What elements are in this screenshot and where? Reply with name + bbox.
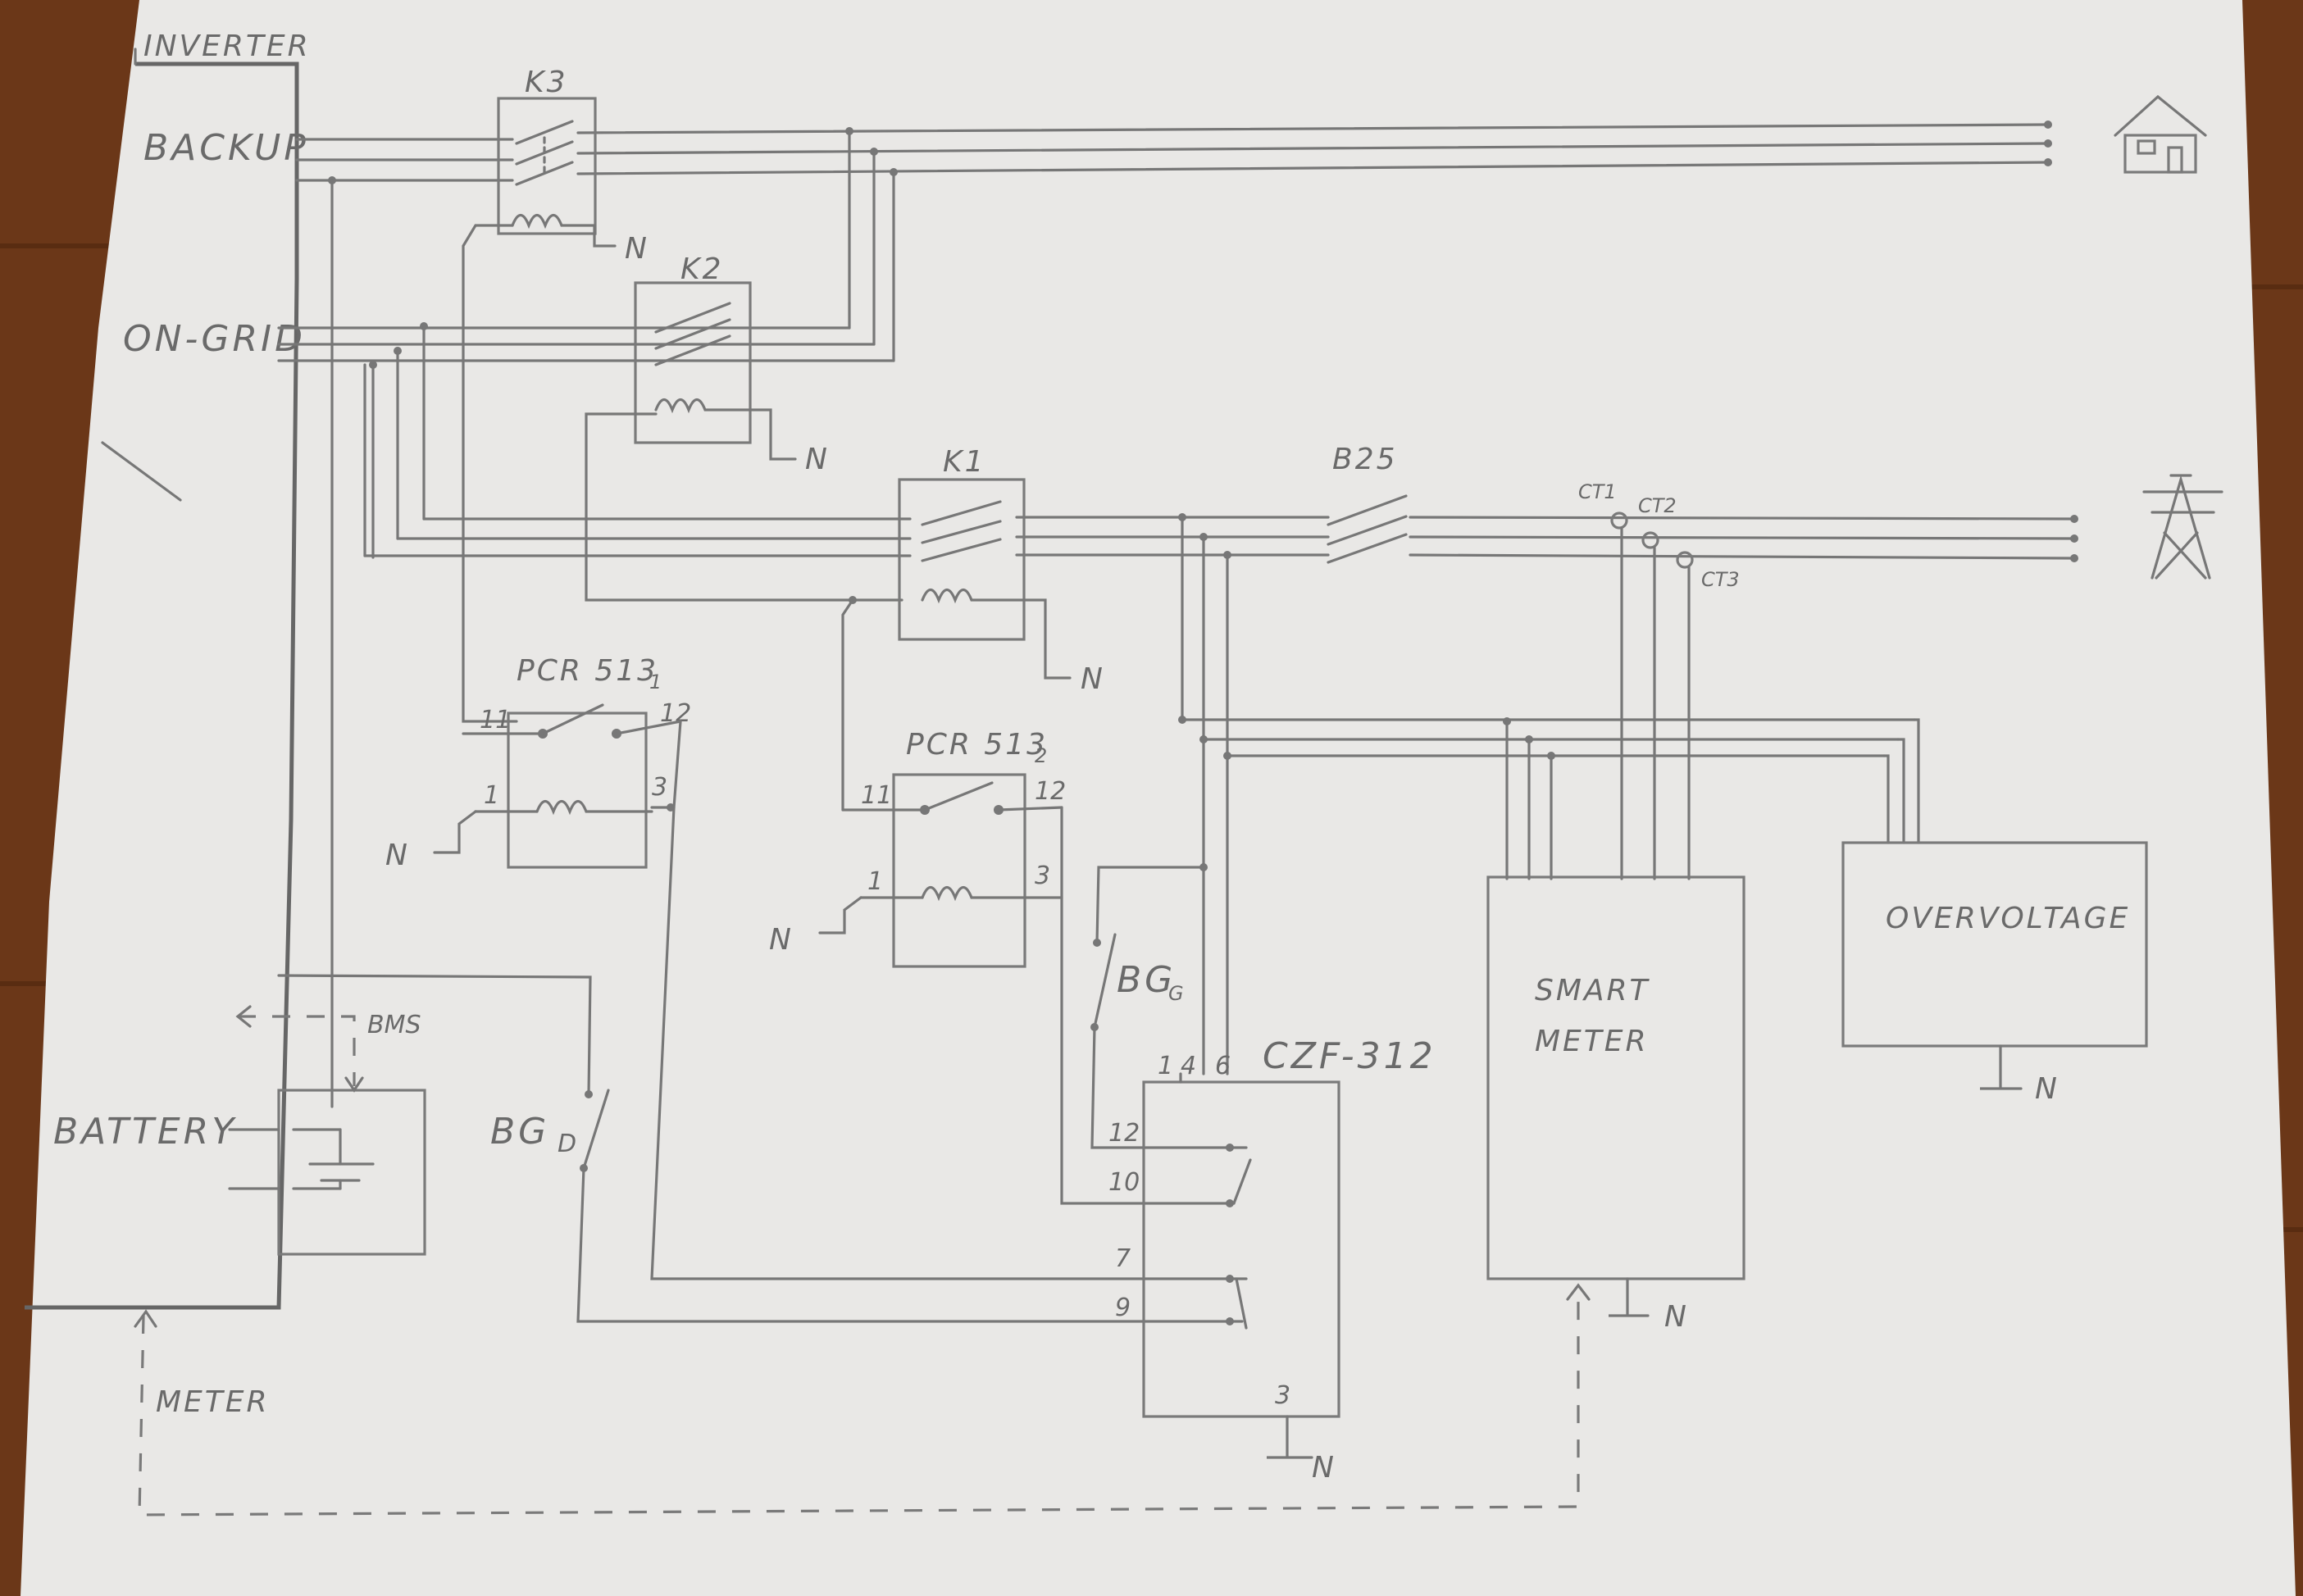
breaker-b25: B25 [1327,443,1408,564]
relay2-neutral: N [769,923,794,957]
switch-bg-g: BG G [1090,863,1231,1149]
relay1-name: PCR 513 [517,654,658,688]
czf-t10: 10 [1108,1168,1140,1197]
on-grid-label: ON-GRID [123,318,306,360]
smart-meter-neutral: N [1664,1300,1689,1334]
relay1-t11: 11 [480,706,511,734]
relay1-neutral: N [385,839,410,872]
switch-bg-d: BG D [277,974,1231,1323]
contactor-k1: K1 N [898,445,1105,696]
house-icon [2114,94,2207,174]
on-grid-bus [277,176,895,1108]
relay1-t3: 3 [652,773,667,802]
overvoltage-relay: OVERVOLTAGE N [1841,841,2148,1106]
power-pylon-icon [2142,474,2223,580]
bg-g-sub: G [1168,982,1184,1005]
czf-t1: 1 [1158,1052,1173,1080]
k2-label: K2 [680,252,724,286]
czf-t7: 7 [1115,1244,1131,1273]
ct1-label: CT1 [1578,480,1617,503]
bms-label: BMS [367,1011,421,1039]
inverter-block: INVERTER BACKUP ON-GRID BATTERY [25,30,311,1310]
ct2-label: CT2 [1638,494,1677,517]
bg-d-sub: D [558,1130,576,1158]
relay1-t1: 1 [484,781,499,810]
czf-t12: 12 [1108,1119,1140,1148]
relay1-sub: 1 [649,671,662,693]
czf-t3: 3 [1275,1381,1290,1410]
relay2-t3: 3 [1035,862,1050,890]
phase-monitor-czf-312: CZF-312 1 4 6 12 10 7 9 3 N [1108,1035,1436,1485]
meter-link: METER [134,1283,1591,1516]
backup-label: BACKUP [143,127,309,169]
ct3-label: CT3 [1701,568,1740,591]
paper [20,0,2296,1596]
current-transformers: CT1 CT2 CT3 [1578,480,1740,880]
battery-block [228,1089,426,1256]
relay2-name: PCR 513 [906,728,1048,762]
overvoltage-label: OVERVOLTAGE [1886,902,2130,935]
backup-bus [295,120,2052,182]
k3-label: K3 [525,66,568,99]
relay-pcr513-1: PCR 513 1 11 12 1 3 N [385,654,691,872]
k1-label: K1 [943,445,986,479]
b25-label: B25 [1332,443,1398,476]
relay2-sub: 2 [1035,744,1047,767]
battery-label: BATTERY [53,1111,237,1153]
czf-neutral: N [1312,1451,1336,1485]
contactor-k2: K2 N [634,252,830,476]
meter-label: METER [156,1385,270,1419]
czf-label: CZF-312 [1263,1035,1436,1077]
czf-t9: 9 [1115,1294,1131,1322]
k3-neutral: N [625,232,649,266]
relay2-t11: 11 [861,781,892,810]
smart-meter: SMART METER N [1486,875,1745,1334]
smart-meter-line2: METER [1535,1025,1649,1058]
relay2-t1: 1 [867,867,883,896]
contactor-k3: K3 N [497,66,649,266]
k2-neutral: N [805,443,830,476]
bms-link: BMS [235,1005,421,1093]
bg-g-label: BG [1117,959,1176,1001]
relay-pcr513-2: PCR 513 2 11 12 1 3 N [769,728,1066,968]
k1-neutral: N [1081,662,1105,696]
bg-d-label: BG [490,1111,549,1153]
relay2-t12: 12 [1035,777,1066,806]
overvoltage-neutral: N [2035,1072,2060,1106]
inverter-title: INVERTER [143,30,311,63]
grid-bus [363,513,2078,562]
smart-meter-line1: SMART [1535,974,1650,1007]
czf-t4: 4 [1181,1052,1196,1080]
czf-t6: 6 [1215,1052,1231,1080]
